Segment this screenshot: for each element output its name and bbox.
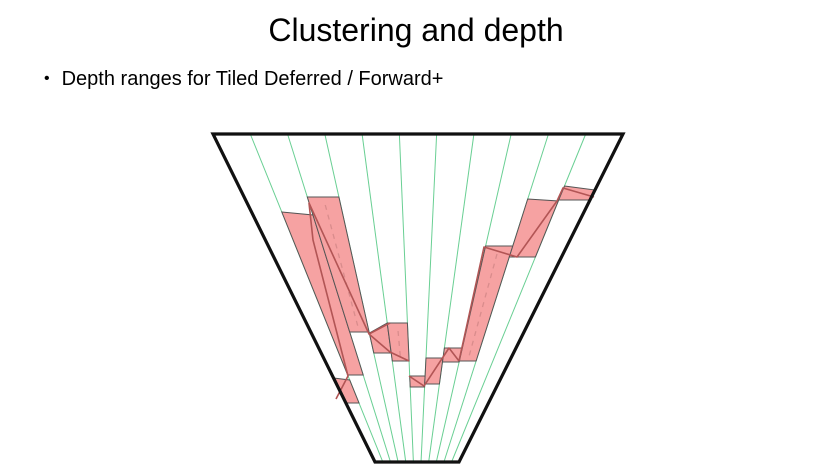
tile-boundary-ray: [451, 133, 587, 463]
bullet-item: • Depth ranges for Tiled Deferred / Forw…: [44, 68, 443, 91]
tile-boundary-ray: [361, 133, 407, 463]
depth-range-quad: [306, 196, 370, 333]
slide-title: Clustering and depth: [268, 12, 564, 48]
bullet-text: Depth ranges for Tiled Deferred / Forwar…: [61, 68, 444, 90]
tile-boundary-ray: [398, 133, 414, 463]
frustum-outline: [210, 132, 626, 464]
bullet-marker: •: [44, 70, 50, 87]
geometry-depth-line: [308, 202, 410, 400]
geometry-depth-line: [458, 187, 595, 362]
range-center-dash: [397, 330, 401, 357]
range-center-dash: [324, 204, 359, 328]
depth-range-quad: [508, 198, 560, 258]
range-center-dash: [468, 253, 498, 357]
geometry-depth-line: [408, 347, 460, 387]
depth-range-quad: [332, 377, 360, 404]
tile-boundary-ray: [428, 133, 475, 463]
tile-boundary-ray: [420, 133, 438, 463]
depth-range-quad: [458, 245, 514, 362]
depth-range-quad: [386, 322, 410, 362]
geometry-depth-line: [368, 322, 391, 335]
depth-range-quad: [281, 211, 364, 376]
